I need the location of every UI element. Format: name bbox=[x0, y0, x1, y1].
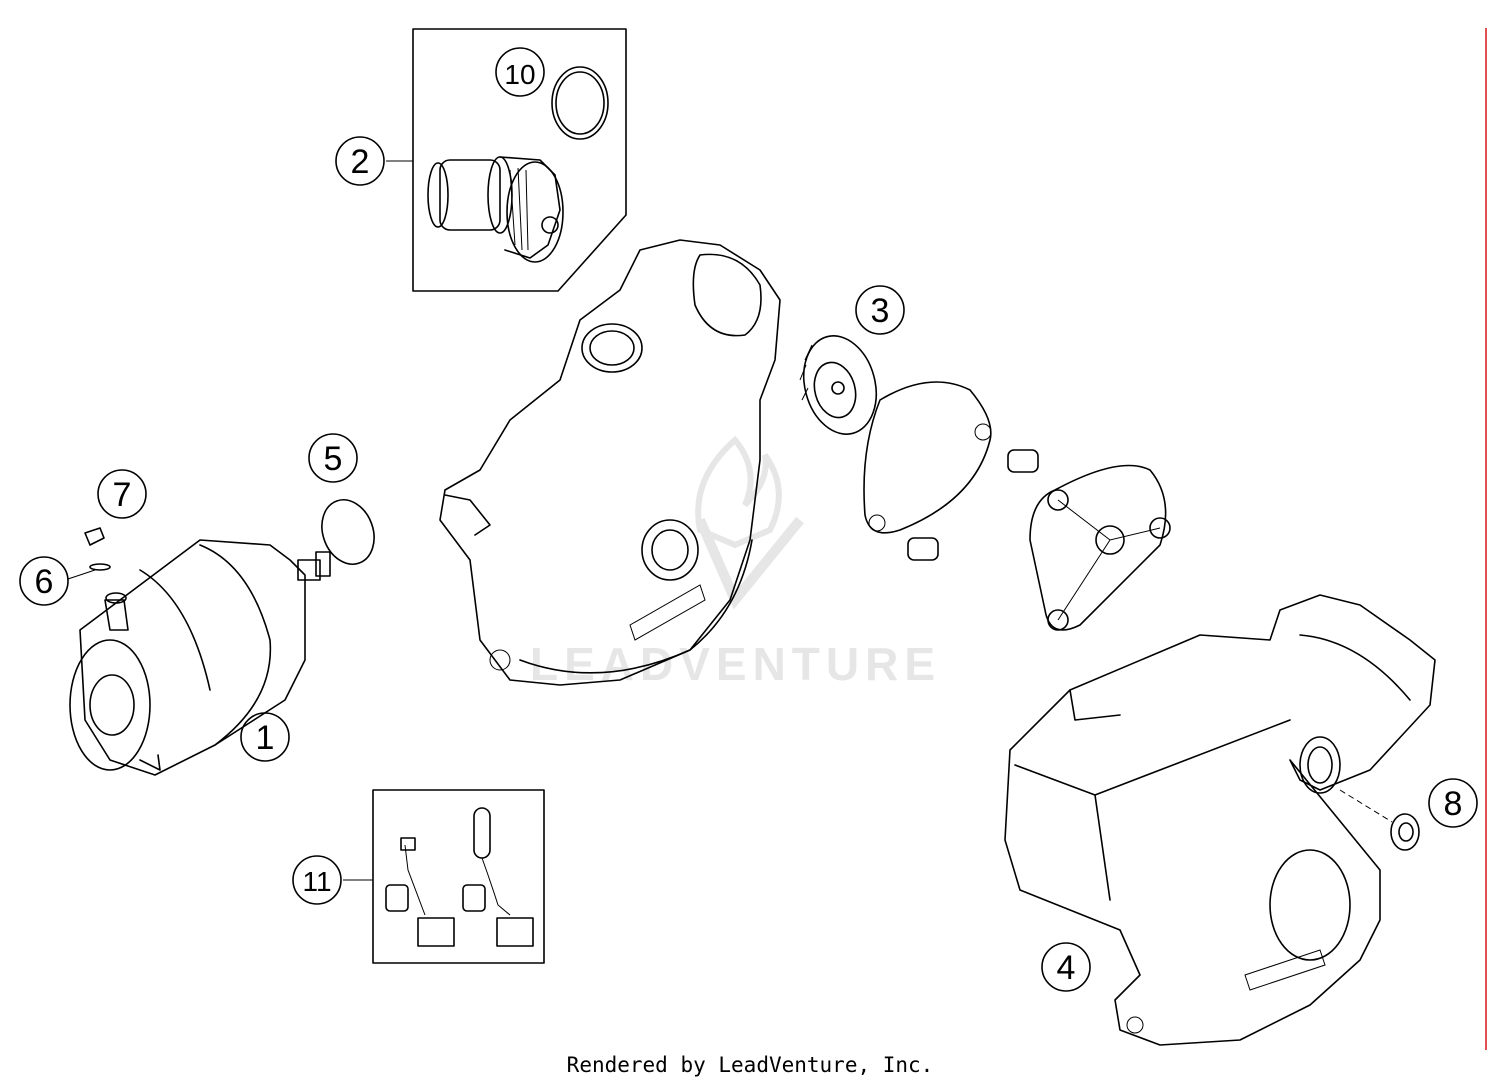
callout-5: 5 bbox=[308, 433, 358, 483]
callout-7: 7 bbox=[97, 469, 147, 519]
callout-11: 11 bbox=[292, 855, 342, 905]
svg-text:6: 6 bbox=[35, 563, 54, 601]
svg-text:5: 5 bbox=[324, 440, 343, 478]
part-3-gear[interactable] bbox=[793, 328, 886, 443]
svg-text:3: 3 bbox=[871, 292, 890, 330]
svg-text:10: 10 bbox=[504, 59, 535, 90]
svg-text:1: 1 bbox=[256, 719, 275, 757]
bearing-cover[interactable] bbox=[1029, 464, 1171, 631]
part-8-washer[interactable] bbox=[1339, 789, 1420, 851]
svg-text:7: 7 bbox=[113, 476, 132, 514]
callout-10: 10 bbox=[495, 47, 545, 97]
svg-text:11: 11 bbox=[302, 866, 331, 897]
part-5-o-ring[interactable] bbox=[313, 492, 383, 571]
footer-credit: Rendered by LeadVenture, Inc. bbox=[567, 1053, 934, 1077]
svg-text:8: 8 bbox=[1444, 785, 1463, 823]
svg-text:4: 4 bbox=[1057, 949, 1076, 987]
callout-4: 4 bbox=[1041, 942, 1091, 992]
part-2-box[interactable] bbox=[386, 28, 627, 292]
callout-8: 8 bbox=[1428, 778, 1478, 828]
gasket[interactable] bbox=[863, 381, 992, 534]
watermark: LEADVENTURE bbox=[530, 435, 935, 690]
dowel-pins[interactable] bbox=[907, 449, 1039, 561]
part-6-7-fasteners[interactable] bbox=[67, 527, 111, 580]
callout-1: 1 bbox=[240, 712, 290, 762]
callout-6: 6 bbox=[19, 556, 69, 606]
callout-2: 2 bbox=[335, 136, 385, 186]
part-4-protection-cover[interactable] bbox=[1004, 594, 1436, 1046]
ignition-cover[interactable] bbox=[439, 239, 781, 686]
part-1-starter-motor[interactable] bbox=[69, 539, 331, 776]
callout-3: 3 bbox=[855, 285, 905, 335]
part-11-box[interactable] bbox=[343, 789, 545, 964]
svg-text:2: 2 bbox=[351, 143, 370, 181]
